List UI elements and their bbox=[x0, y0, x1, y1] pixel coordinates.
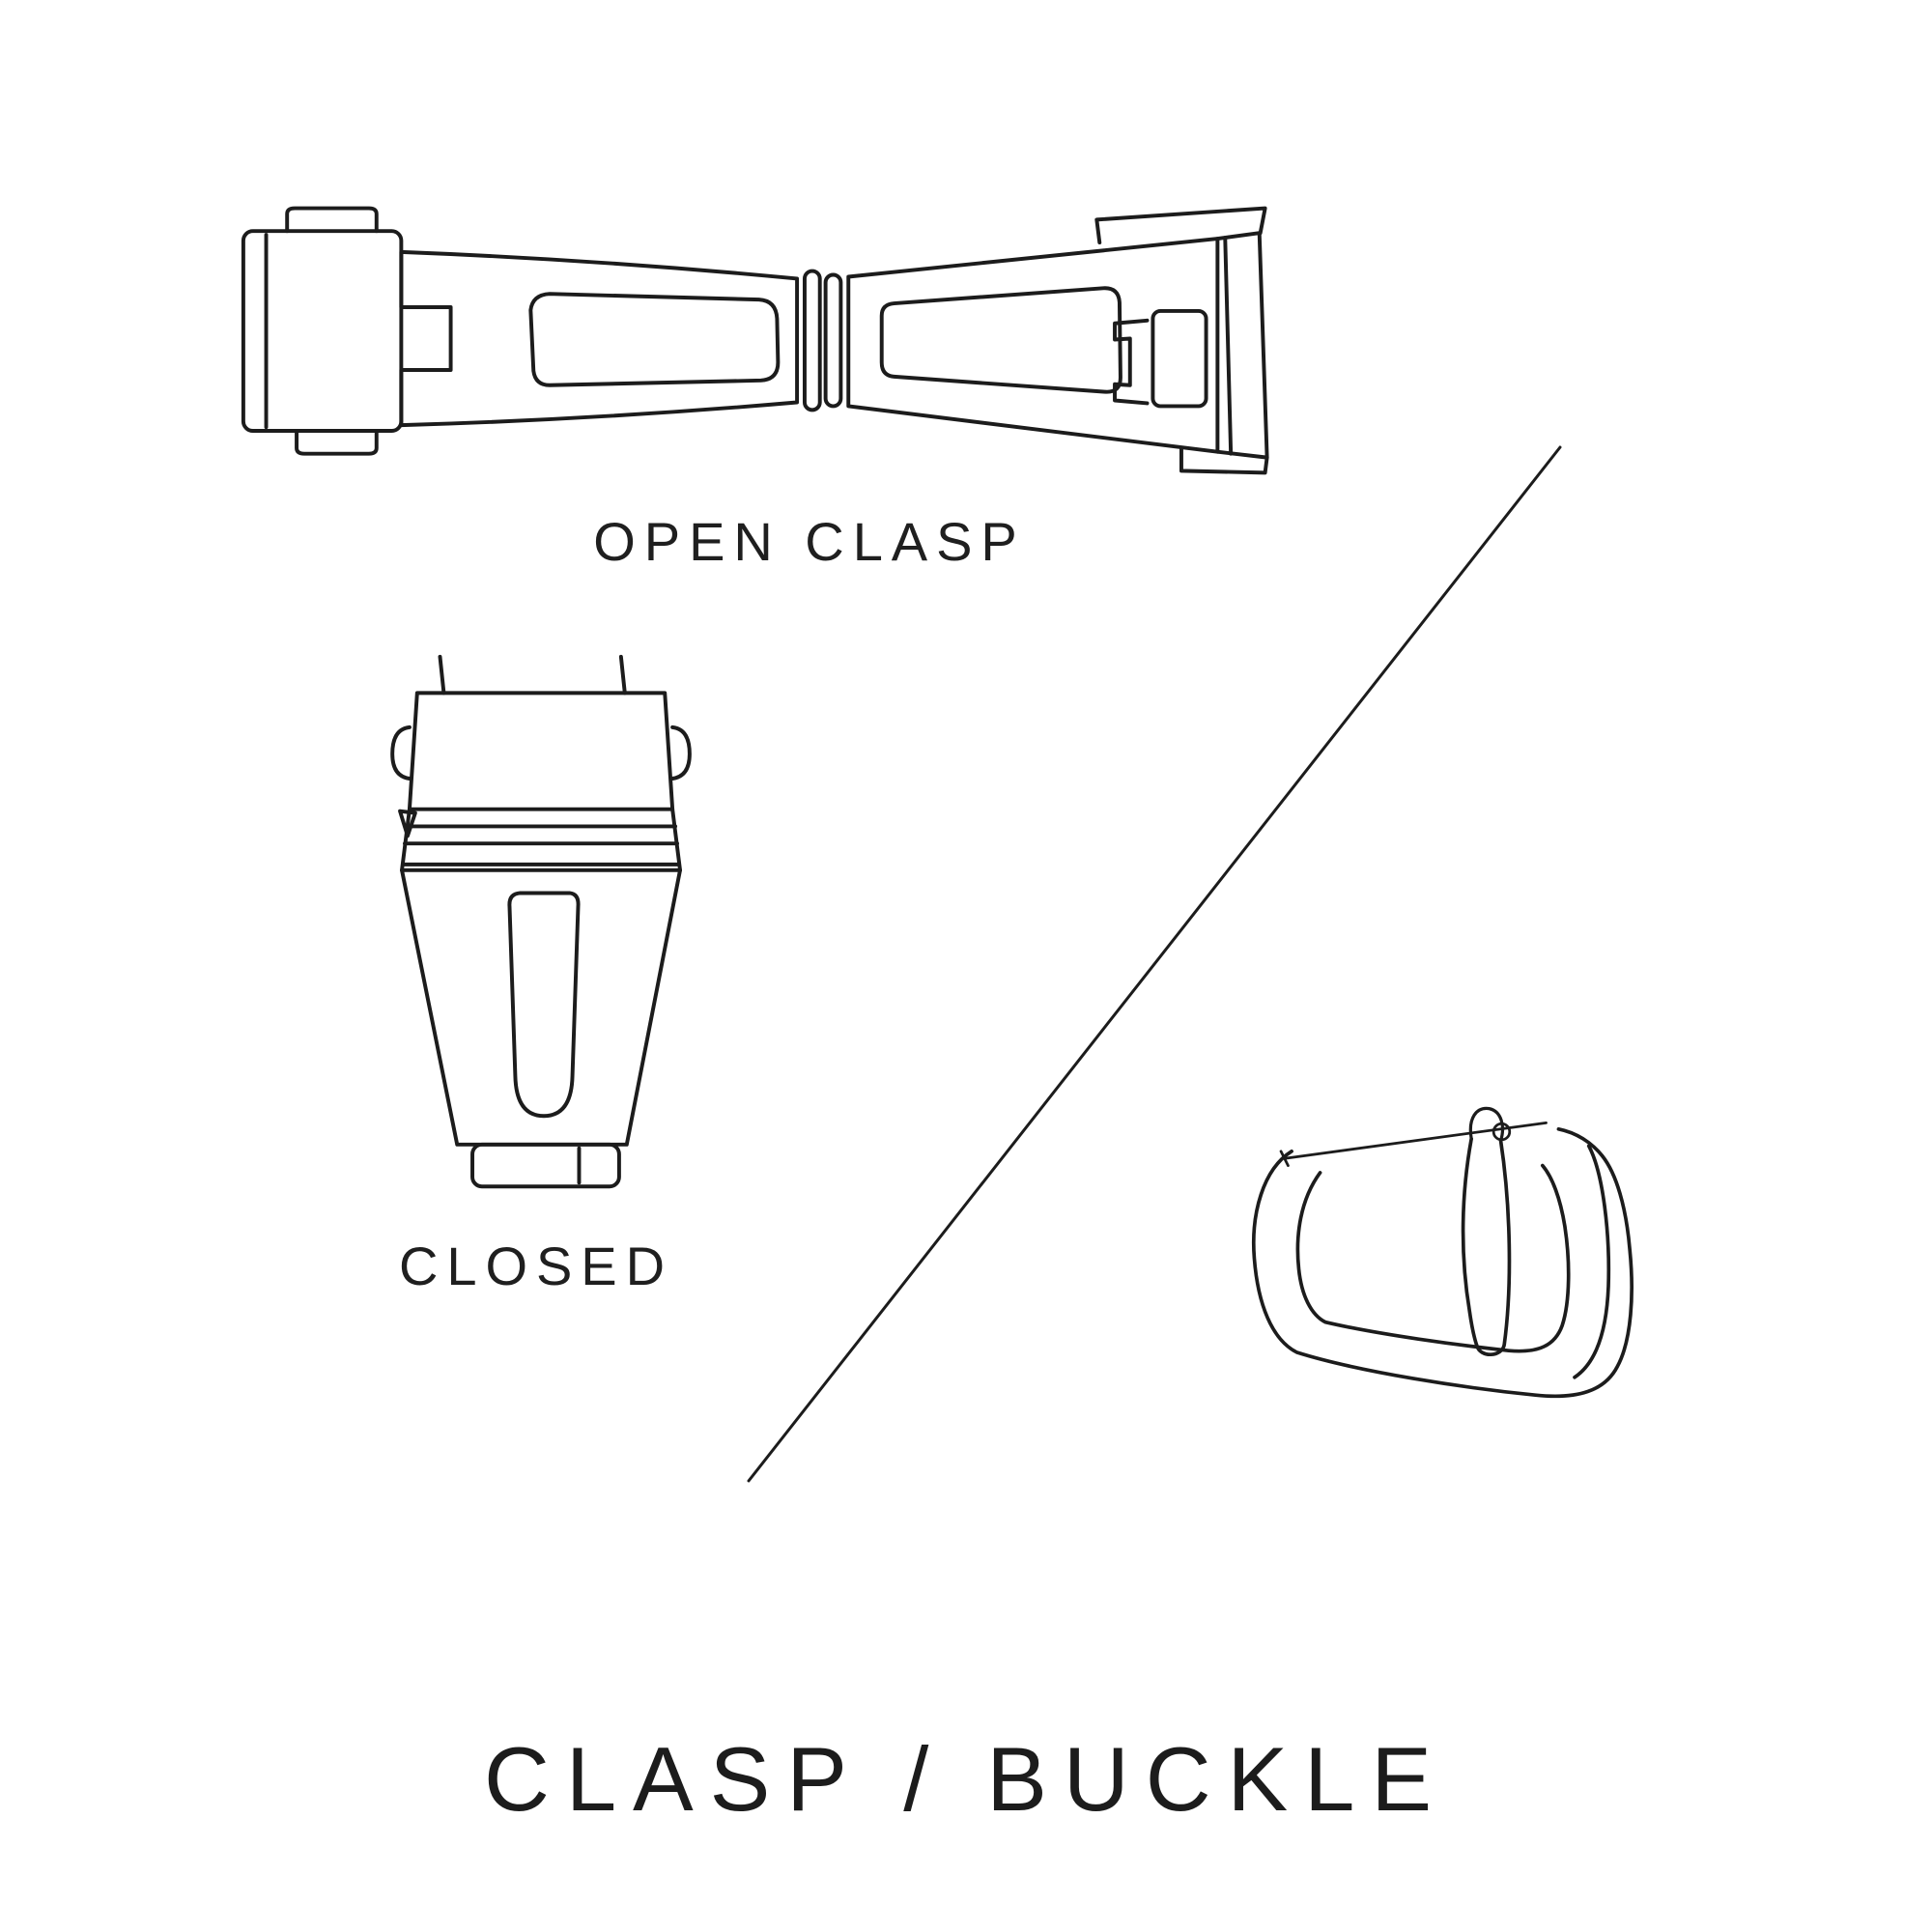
page-title: CLASP / BUCKLE bbox=[484, 1728, 1448, 1830]
open-clasp-lines bbox=[241, 206, 1269, 475]
diagonal-divider-line bbox=[747, 445, 1562, 1483]
buckle-illustration-icon bbox=[1252, 1106, 1634, 1399]
closed-clasp-illustration-icon bbox=[390, 654, 692, 1189]
closed-clasp-lines bbox=[390, 654, 692, 1189]
open-clasp-illustration-icon bbox=[241, 206, 1269, 475]
buckle-lines bbox=[1252, 1106, 1634, 1399]
open-clasp-label: OPEN CLASP bbox=[593, 511, 1026, 572]
closed-clasp-label: CLOSED bbox=[398, 1236, 674, 1296]
